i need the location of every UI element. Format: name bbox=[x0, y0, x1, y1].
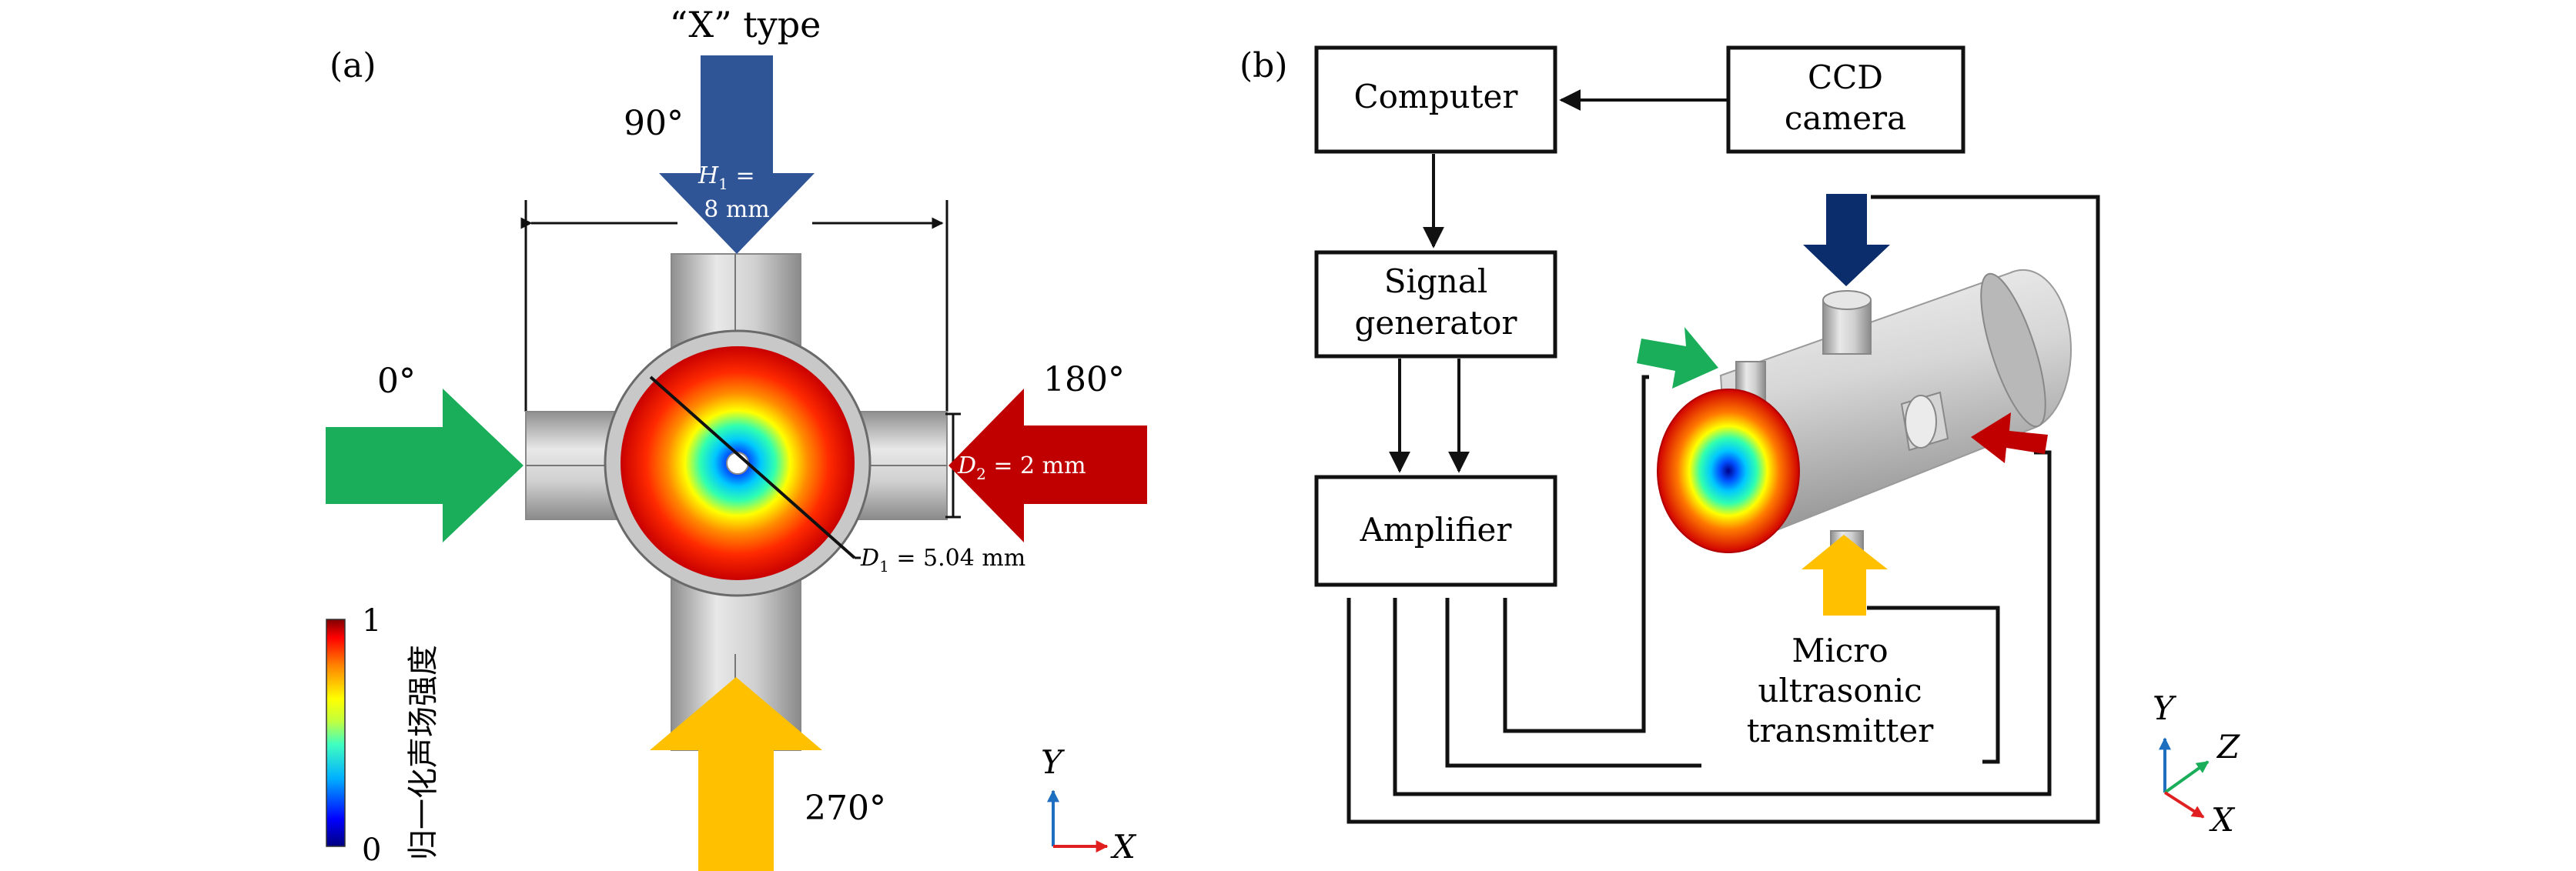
d1-var: D bbox=[860, 545, 879, 572]
axes-b: Y Z X bbox=[2153, 689, 2240, 839]
axis-x-a: X bbox=[1110, 828, 1137, 866]
colorbar-gradient bbox=[326, 619, 346, 847]
h1-var: H bbox=[698, 162, 719, 189]
angle-180: 180° bbox=[1043, 360, 1125, 399]
signal-label-1: Signal bbox=[1384, 262, 1488, 300]
computer-box bbox=[1314, 45, 1557, 154]
svg-text:H1 =: H1 = bbox=[698, 162, 755, 193]
arrow-left-b bbox=[1637, 327, 1718, 389]
arrow-90: H1 = 8 mm bbox=[659, 55, 815, 254]
arrow-top-b bbox=[1803, 194, 1890, 286]
colorbar-max: 1 bbox=[362, 603, 381, 639]
signal-generator-box bbox=[1314, 250, 1557, 359]
amplifier-label: Amplifier bbox=[1360, 511, 1513, 549]
panel-a-label: (a) bbox=[330, 46, 376, 85]
width-dimension bbox=[520, 200, 948, 412]
colorbar-title: 归一化声场强度 bbox=[406, 645, 441, 860]
d2-value: = 2 mm bbox=[986, 452, 1086, 479]
arrow-180: D2 = 2 mm bbox=[948, 389, 1147, 542]
axis-z-b: Z bbox=[2216, 728, 2240, 766]
transmitter-label-2: ultrasonic bbox=[1758, 672, 1922, 709]
amplifier-box bbox=[1314, 475, 1557, 587]
panel-b-label: (b) bbox=[1239, 46, 1288, 85]
panel-a-title: “X” type bbox=[670, 4, 821, 45]
d1-value: = 5.04 mm bbox=[889, 545, 1025, 572]
transmitter-label-1: Micro bbox=[1791, 632, 1888, 669]
axis-y-a: Y bbox=[1041, 743, 1066, 781]
d1-sub: 1 bbox=[879, 557, 889, 576]
axis-y-b: Y bbox=[2153, 689, 2177, 727]
cross-section-field bbox=[1657, 389, 1800, 553]
svg-text:D1 = 5.04 mm: D1 = 5.04 mm bbox=[860, 545, 1025, 576]
arrow-bottom-b bbox=[1802, 535, 1888, 616]
h1-value: 8 mm bbox=[704, 196, 770, 223]
arrow-0 bbox=[326, 389, 524, 542]
colorbar: 1 0 归一化声场强度 bbox=[326, 603, 441, 868]
h1-sub: 1 bbox=[718, 175, 728, 193]
colorbar-min: 0 bbox=[362, 833, 381, 868]
angle-0: 0° bbox=[377, 362, 416, 401]
transmitter-label-3: transmitter bbox=[1747, 712, 1934, 749]
h1-eq: = bbox=[728, 162, 755, 189]
axis-x-b: X bbox=[2209, 801, 2236, 839]
axes-a: Y X bbox=[1041, 743, 1137, 866]
ccd-label-1: CCD bbox=[1808, 58, 1883, 96]
arrow-270 bbox=[650, 677, 822, 871]
computer-label: Computer bbox=[1354, 78, 1519, 115]
cylinder-3d bbox=[1657, 269, 2072, 586]
ccd-label-2: camera bbox=[1785, 99, 1906, 137]
svg-text:D2 = 2 mm: D2 = 2 mm bbox=[957, 452, 1086, 483]
d2-sub: 2 bbox=[976, 465, 986, 483]
arrow-right-b bbox=[1971, 412, 2048, 463]
pipe-cross bbox=[525, 253, 948, 751]
ccd-camera-box bbox=[1726, 45, 1965, 154]
angle-270: 270° bbox=[805, 789, 886, 828]
angle-90: 90° bbox=[624, 104, 684, 143]
d2-var: D bbox=[957, 452, 976, 479]
signal-label-2: generator bbox=[1354, 304, 1517, 342]
panel-a: (a) “X” type bbox=[326, 4, 1147, 871]
panel-b: (b) Computer CCD camera Signal generator… bbox=[1239, 45, 2240, 839]
